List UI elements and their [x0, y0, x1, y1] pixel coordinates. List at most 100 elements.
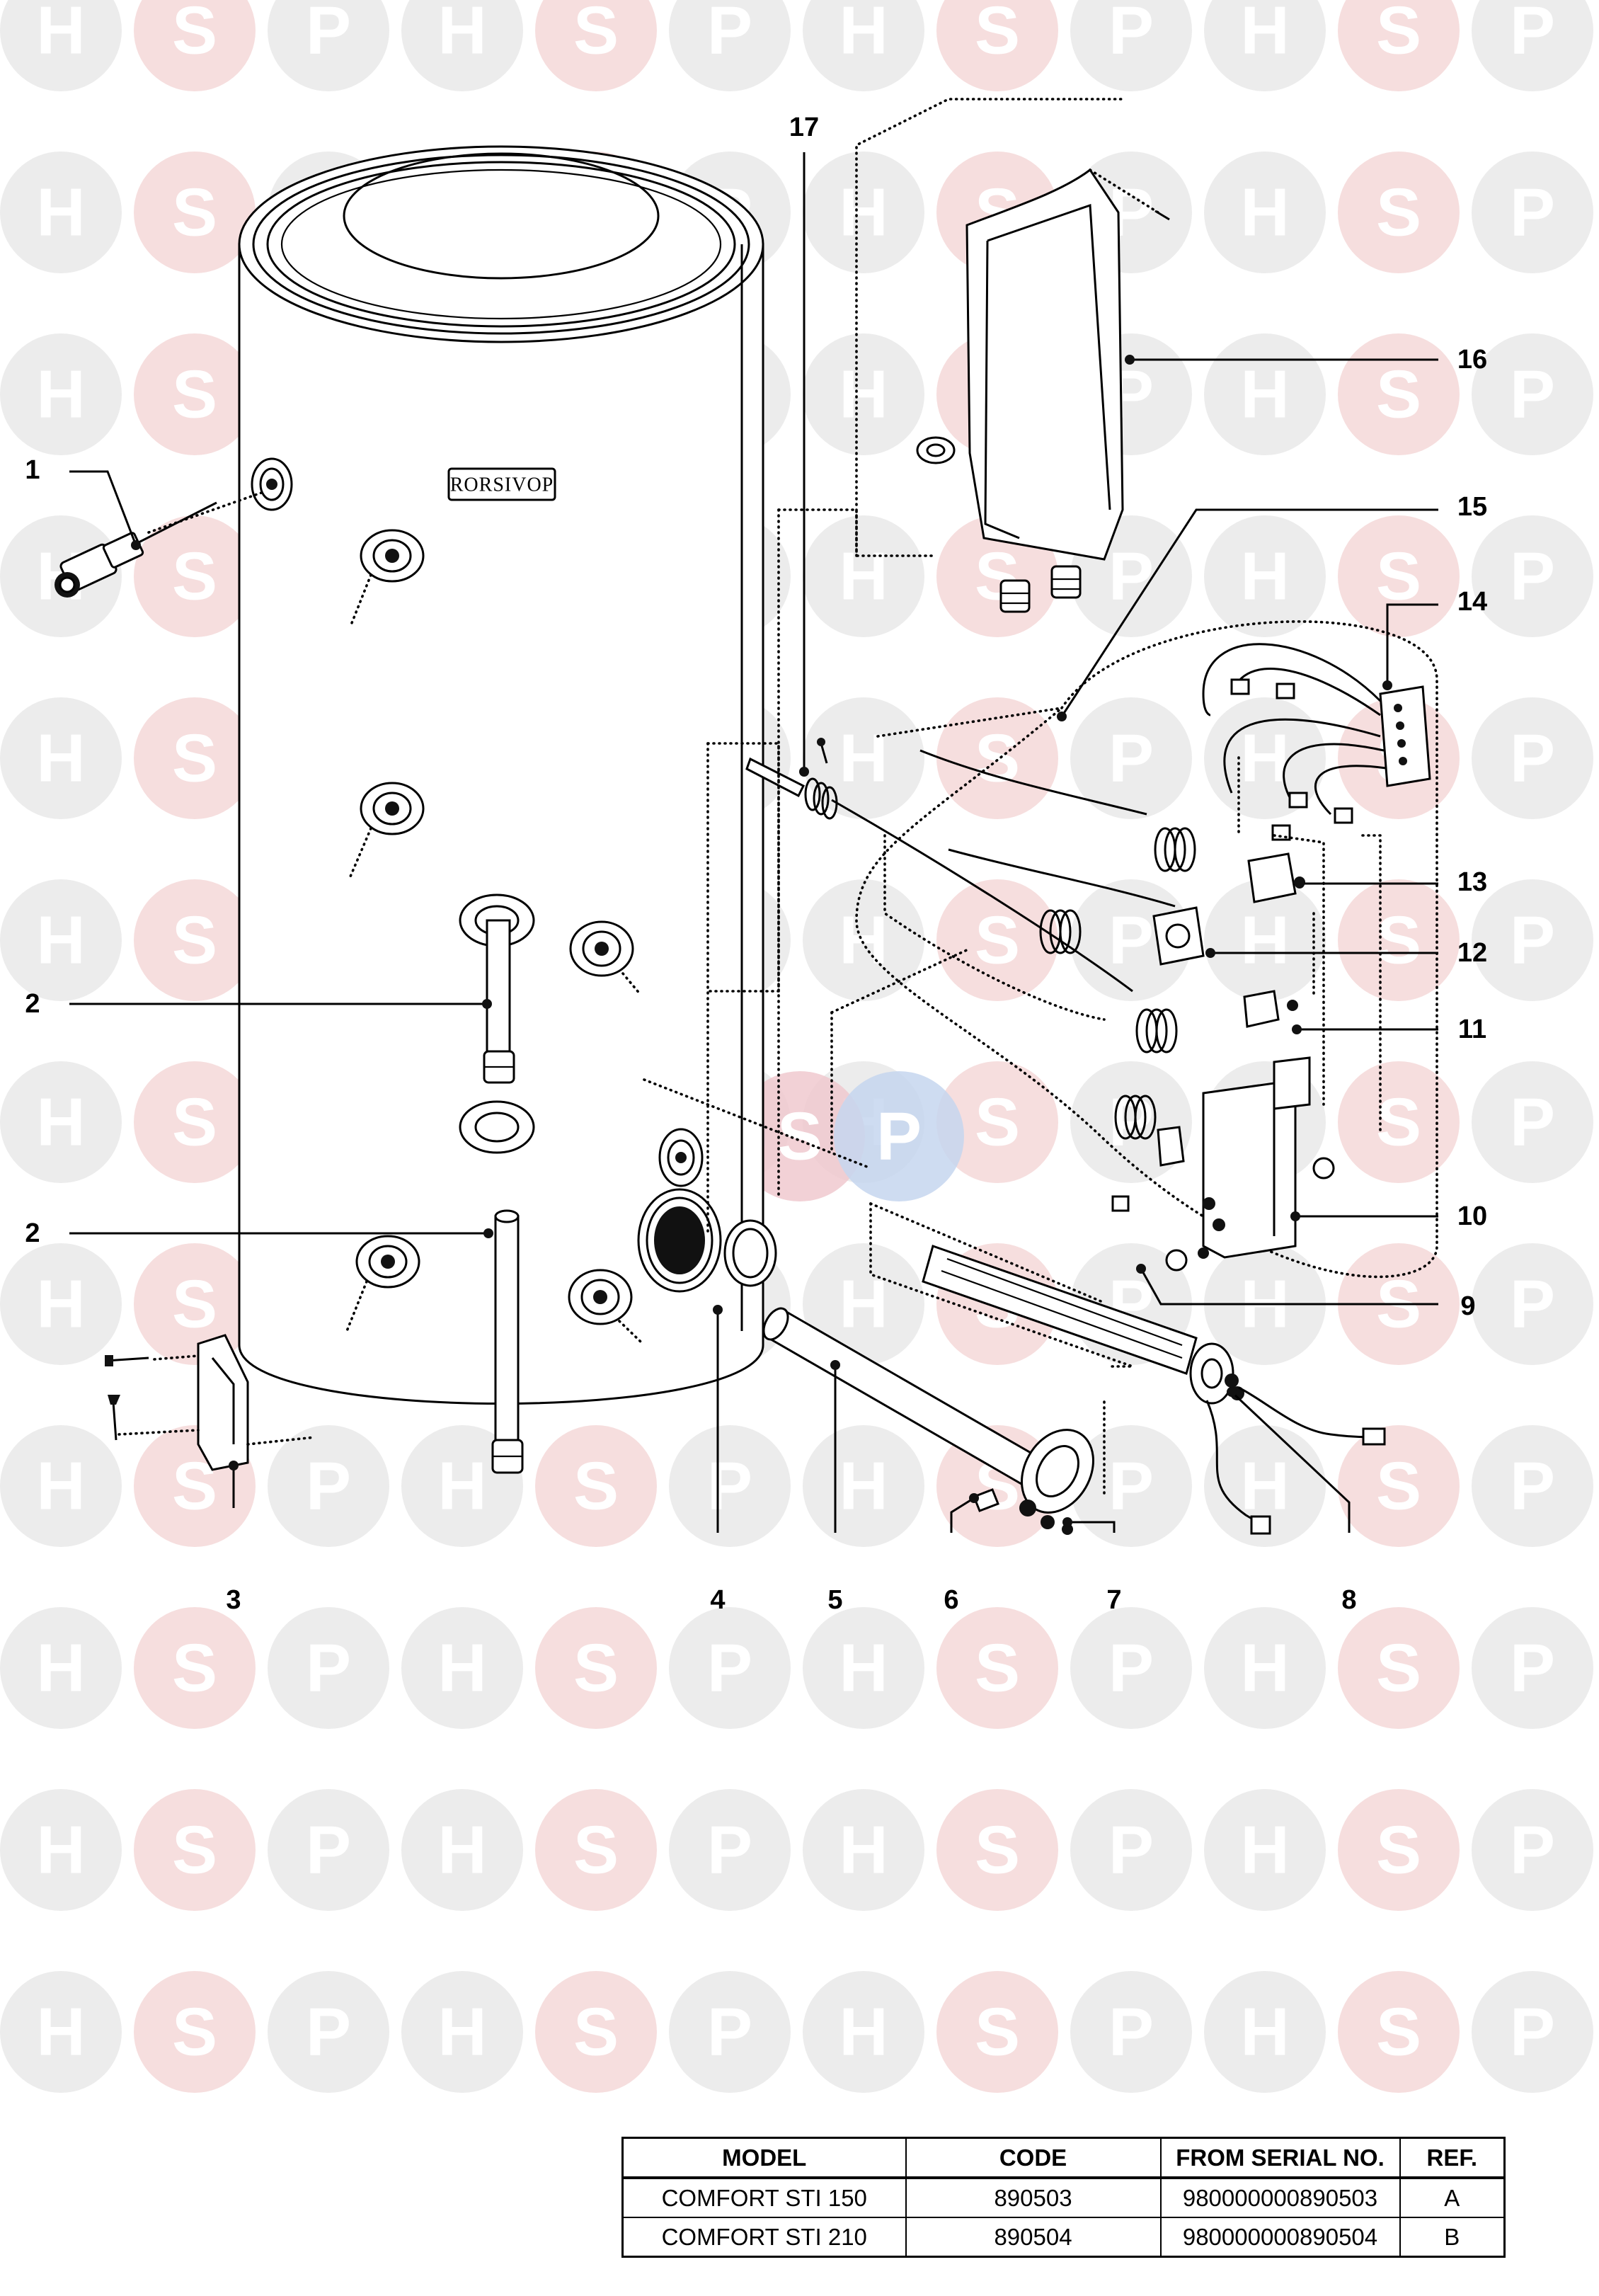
cell-ref: B [1399, 2217, 1506, 2258]
watermark-badge: S [134, 1789, 256, 1911]
svg-text:P: P [1510, 0, 1555, 69]
callout-3: 3 [226, 1585, 241, 1615]
watermark-badge: H [0, 1243, 122, 1365]
watermark-badge: P [1472, 879, 1593, 1001]
coil-2 [1039, 909, 1082, 954]
watermark-badge: H [803, 515, 924, 637]
svg-text:S: S [172, 175, 217, 251]
watermark-badge: P [268, 0, 389, 91]
svg-text:P: P [306, 1994, 351, 2070]
svg-text:P: P [1108, 1812, 1154, 1888]
watermark-badge: H [1204, 0, 1326, 91]
control-plate [1165, 1056, 1335, 1272]
callout-13: 13 [1457, 867, 1487, 897]
watermark-badge: S [936, 1789, 1058, 1911]
svg-text:RORSIVOP: RORSIVOP [450, 474, 554, 496]
gasket [723, 1219, 777, 1287]
watermark-badge: P [1070, 1607, 1192, 1729]
watermark-badge: S [134, 879, 256, 1001]
watermark-badge: H [803, 0, 924, 91]
svg-text:S: S [172, 1267, 217, 1342]
svg-text:H: H [36, 1267, 85, 1342]
watermark-badge: S [1338, 1789, 1460, 1911]
watermark-badge: S [1338, 1425, 1460, 1547]
watermark-badge: H [1204, 1607, 1326, 1729]
watermark-badge: P [669, 1971, 791, 2093]
svg-text:P: P [1510, 1630, 1555, 1706]
watermark-badge: P [1070, 879, 1192, 1001]
svg-text:H: H [1240, 0, 1289, 69]
watermark-badge: P [1472, 1243, 1593, 1365]
watermark-badge: P [1472, 0, 1593, 91]
terminal-block [1202, 643, 1431, 841]
svg-text:H: H [437, 1630, 486, 1706]
svg-text:P: P [1510, 1812, 1555, 1888]
boss-right-3 [568, 1269, 633, 1325]
boss-right-2 [658, 1128, 704, 1187]
watermark-badge: S [134, 697, 256, 819]
svg-text:H: H [36, 175, 85, 251]
watermark-badge: H [803, 152, 924, 273]
watermark-badge: H [0, 879, 122, 1001]
cell-model: COMFORT STI 210 [621, 2217, 907, 2258]
watermark-badge: H [1204, 1789, 1326, 1911]
boss-upper-1 [251, 457, 293, 511]
watermark-badge: H [1204, 697, 1326, 819]
callout-4: 4 [710, 1585, 725, 1615]
watermark-badge: P [268, 1789, 389, 1911]
svg-text:S: S [573, 1630, 619, 1706]
svg-text:H: H [1240, 721, 1289, 796]
svg-text:S: S [975, 1085, 1020, 1160]
watermark-badge: P [1070, 697, 1192, 819]
watermark-badge: S [134, 1243, 256, 1365]
table-header-row: MODEL CODE FROM SERIAL NO. REF. [621, 2137, 1506, 2179]
svg-text:S: S [1376, 175, 1421, 251]
watermark-badge: H [0, 1061, 122, 1183]
watermark-badge: P [1472, 515, 1593, 637]
watermark-badge: S [134, 1607, 256, 1729]
svg-text:P: P [1510, 903, 1555, 978]
watermark-badge: H [0, 0, 122, 91]
watermark-badge: H [401, 1971, 523, 2093]
column-header-code: CODE [905, 2137, 1162, 2179]
watermark-badge: H [0, 152, 122, 273]
watermark-badge: P [268, 1607, 389, 1729]
svg-text:P: P [1510, 539, 1555, 615]
watermark-badge: H [803, 1789, 924, 1911]
thermostat [1247, 852, 1305, 903]
svg-text:H: H [36, 903, 85, 978]
callout-16: 16 [1457, 345, 1487, 375]
watermark-badge: S [535, 1425, 657, 1547]
svg-text:H: H [839, 1449, 888, 1524]
cable-gland-2 [1050, 565, 1082, 599]
electrical-cover [916, 168, 1170, 613]
svg-text:S: S [172, 0, 217, 69]
svg-text:S: S [573, 1449, 619, 1524]
watermark-badge: S [936, 879, 1058, 1001]
coil-1 [1154, 827, 1196, 872]
coil-4 [1114, 1095, 1157, 1140]
svg-text:S: S [172, 1085, 217, 1160]
watermark-badge: P [669, 1425, 791, 1547]
svg-text:P: P [876, 1099, 922, 1175]
svg-text:P: P [1108, 903, 1154, 978]
model-reference-table: MODEL CODE FROM SERIAL NO. REF. COMFORT … [621, 2137, 1506, 2258]
watermark-badge: P [1472, 333, 1593, 455]
svg-text:S: S [172, 721, 217, 796]
watermark-badge: H [0, 1425, 122, 1547]
svg-text:H: H [1240, 175, 1289, 251]
watermark-badge: H [803, 333, 924, 455]
selector-switch [1243, 990, 1298, 1028]
cell-serial: 980000000890503 [1159, 2177, 1401, 2218]
element-clamp [973, 1488, 1073, 1535]
svg-text:H: H [839, 357, 888, 433]
svg-text:H: H [36, 1449, 85, 1524]
svg-text:S: S [975, 1812, 1020, 1888]
watermark-badge: H [0, 697, 122, 819]
watermark-badge: S [134, 1971, 256, 2093]
leader-dots [131, 355, 1392, 1527]
watermark-badge: S [1338, 0, 1460, 91]
pressure-valve [55, 490, 267, 598]
svg-text:H: H [1240, 1812, 1289, 1888]
